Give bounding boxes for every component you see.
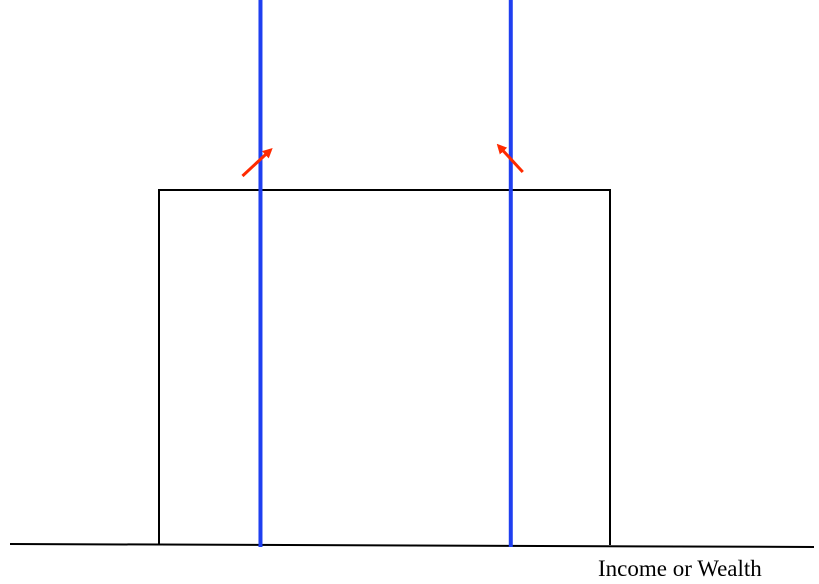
new-distribution-outline: [258, 0, 513, 547]
original-distribution-outline: [158, 189, 611, 545]
x-axis: [9, 543, 815, 548]
shift-arrow-left: [241, 147, 273, 178]
x-axis-label: Income or Wealth: [598, 556, 762, 581]
shift-arrow-right: [496, 143, 524, 174]
